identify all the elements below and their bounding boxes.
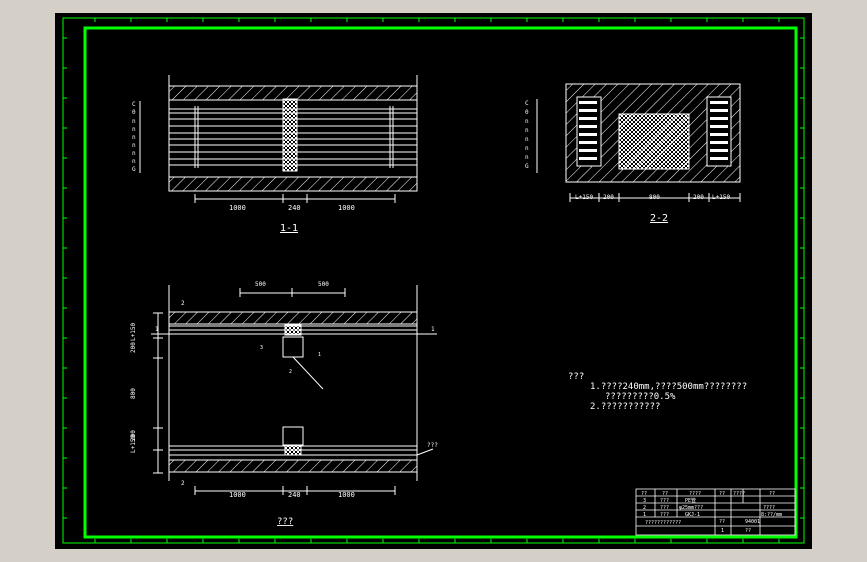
dim-1-1-left: 1000 [229,204,246,212]
title-2-2: 2-2 [650,213,668,224]
notes-heading: ??? [568,372,584,382]
svg-text:n: n [525,127,529,134]
title-block-ratio: ?? [719,519,725,525]
callout-3: 3 [260,345,263,351]
section-2-2-left-marks: C 0 n n n n n G [525,100,529,170]
svg-text:n: n [132,150,136,157]
svg-text:???: ??? [660,505,669,511]
svg-text:??: ?? [662,491,668,497]
svg-text:n: n [132,126,136,133]
cad-drawing: C 0 n n n n n n G 1000 240 1000 1-1 [62,17,805,544]
svg-text:??: ?? [641,491,647,497]
outer-frame [62,17,805,544]
section-1-1 [139,75,418,203]
plan-top-dim-left: 500 [255,281,266,288]
plan-left-dim-b: L+150 [130,323,137,341]
plan-bottom-dim-left: 1000 [229,491,246,499]
svg-text:1: 1 [643,512,646,518]
title-1-1: 1-1 [280,223,298,234]
svg-text:GKJ-1: GKJ-1 [685,512,700,518]
callout-2: 2 [289,369,292,375]
inner-frame [83,26,798,539]
svg-text:n: n [525,154,529,161]
svg-text:3: 3 [643,498,646,504]
section-2-2-rebar-right [710,101,728,160]
svg-text:n: n [132,118,136,125]
dim-2-2-a: L+150 [575,194,593,201]
dim-2-2-e: L+150 [712,194,730,201]
svg-text:φ25mm???: φ25mm??? [679,505,703,511]
svg-text:8:??/mm: 8:??/mm [761,512,782,518]
section-2-2-rebar-left [579,101,597,160]
title-block-label: ?? [745,528,751,534]
svg-text:???: ??? [660,498,669,504]
plan-left-dim-c: 800 [130,388,137,399]
section-mark-right: 1 [431,326,435,333]
plan-left-dim-a: 200 [130,342,137,353]
plan-left-dim-d: L+150 [130,435,137,453]
svg-text:n: n [132,158,136,165]
plan-title: ??? [277,517,293,527]
drawing-canvas: C 0 n n n n n n G 1000 240 1000 1-1 [55,13,812,549]
svg-text:0: 0 [132,109,136,116]
svg-text:n: n [525,145,529,152]
title-block-code: 94001 [745,519,760,525]
dim-1-1-mid: 240 [288,204,301,212]
svg-text:C: C [132,101,136,108]
section-mark-top: 2 [181,300,185,307]
dim-1-1-right: 1000 [338,204,355,212]
notes-line-1: 1.????240mm,????500mm???????? [590,382,747,392]
plan-top-dim-right: 500 [318,281,329,288]
svg-text:????: ???? [733,491,745,497]
title-block-drawing-name: ???????????? [645,520,681,526]
svg-text:n: n [525,136,529,143]
svg-text:PE管: PE管 [685,497,696,504]
title-block-row-2: 2 ??? φ25mm??? ???? [643,505,775,511]
svg-text:G: G [525,163,529,170]
section-2-2 [536,83,741,202]
svg-text:??: ?? [769,491,775,497]
frame-ticks [63,18,804,543]
title-block-row-3: 1 ??? GKJ-1 8:??/mm [643,512,782,518]
notes-line-2: ?????????0.5% [605,392,676,402]
svg-text:????: ???? [763,505,775,511]
svg-text:G: G [132,166,136,173]
dim-2-2-c: 800 [649,194,660,201]
svg-text:n: n [525,118,529,125]
title-block-header: ?? ?? ???? ?? ???? ?? [641,491,775,497]
svg-text:n: n [132,134,136,141]
svg-text:0: 0 [525,109,529,116]
dim-2-2-d: 200 [693,194,704,201]
plan-left-dim-e: 200 [130,430,137,441]
title-block-sheet: 1 [721,528,724,534]
notes-line-3: 2.??????????? [590,402,660,412]
callout-1: 1 [318,352,321,358]
side-note: ??? [427,442,438,449]
svg-text:????: ???? [689,491,701,497]
svg-text:C: C [525,100,529,107]
dim-2-2-b: 200 [603,194,614,201]
title-block [635,488,796,536]
svg-text:???: ??? [660,512,669,518]
svg-text:n: n [132,142,136,149]
section-1-1-left-marks: C 0 n n n n n n G [132,101,136,173]
plan-view [151,285,437,495]
svg-text:??: ?? [719,491,725,497]
plan-bottom-dim-mid: 240 [288,491,301,499]
svg-text:2: 2 [643,505,646,511]
title-block-row-1: 3 ??? PE管 [643,497,696,504]
section-mark-left: 1 [155,326,159,333]
plan-bottom-dim-right: 1000 [338,491,355,499]
section-mark-bottom: 2 [181,480,185,487]
